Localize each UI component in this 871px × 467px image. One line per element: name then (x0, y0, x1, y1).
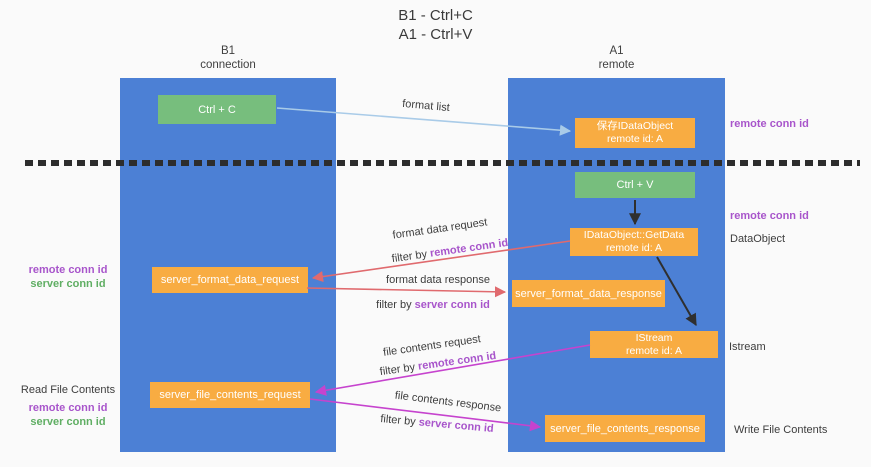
annotation-read-file-contents: Read File Contents (20, 384, 116, 396)
box-save-idataobject-line1: 保存IDataObject (596, 120, 674, 132)
filter-by-prefix: filter by (376, 299, 415, 311)
diagram-title-line2: A1 - Ctrl+V (398, 26, 473, 43)
diagram-title-line1: B1 - Ctrl+C (398, 7, 473, 24)
box-getdata-line1: IDataObject::GetData (583, 229, 685, 241)
box-server-file-contents-request-label: server_file_contents_request (159, 389, 301, 401)
filter-key-server-conn-id: server conn id (414, 299, 490, 311)
lane-b1-name: B1 (220, 45, 236, 57)
arrow-file-contents-request (314, 344, 591, 396)
box-server-file-contents-response: server_file_contents_response (545, 415, 705, 442)
label-filter-server-conn-id-format: filter by server conn id (376, 299, 490, 311)
annotation-left-remote-conn-id-mid: remote conn id (28, 264, 108, 276)
arrow-file-contents-response (309, 398, 542, 432)
lane-a1-name: A1 (609, 45, 624, 57)
box-idataobject-getdata: IDataObject::GetData remote id: A (570, 228, 698, 256)
box-server-format-data-request: server_format_data_request (152, 267, 308, 293)
box-ctrl-v: Ctrl + V (575, 172, 695, 198)
box-server-format-data-request-label: server_format_data_request (160, 274, 300, 286)
dashed-separator-line (25, 160, 860, 166)
annotation-left-server-conn-id-bottom: server conn id (30, 416, 106, 428)
annotation-remote-conn-id-top: remote conn id (730, 118, 809, 130)
box-getdata-line2: remote id: A (605, 242, 663, 254)
box-istream-line2: remote id: A (625, 344, 683, 357)
box-server-file-contents-request: server_file_contents_request (150, 382, 310, 408)
box-ctrl-c: Ctrl + C (158, 95, 276, 124)
arrow-getdata-to-istream (656, 256, 697, 327)
lane-header-a1: A1 remote (508, 44, 725, 72)
annotation-istream: Istream (729, 341, 766, 353)
box-istream: IStream remote id: A (590, 331, 718, 358)
annotation-left-server-conn-id-mid: server conn id (30, 278, 106, 290)
box-save-idataobject: 保存IDataObject remote id: A (575, 118, 695, 148)
arrow-format-data-response (306, 286, 507, 298)
label-format-data-response: format data response (386, 274, 490, 286)
box-ctrl-v-label: Ctrl + V (616, 179, 654, 191)
diagram-title: B1 - Ctrl+C A1 - Ctrl+V (0, 6, 871, 44)
box-server-format-data-response: server_format_data_response (512, 280, 665, 307)
box-server-file-contents-response-label: server_file_contents_response (550, 422, 700, 435)
box-server-format-data-response-label: server_format_data_response (515, 287, 662, 300)
arrow-format-list (276, 107, 572, 136)
box-ctrl-c-label: Ctrl + C (198, 103, 236, 116)
box-save-idataobject-line2: remote id: A (606, 133, 664, 145)
annotation-remote-conn-id-mid: remote conn id (730, 210, 809, 222)
lane-b1-role: connection (200, 59, 256, 71)
box-istream-line1: IStream (635, 331, 673, 344)
annotation-dataobject: DataObject (730, 233, 786, 245)
annotation-write-file-contents: Write File Contents (734, 424, 828, 436)
arrow-format-data-request (311, 240, 571, 283)
lane-a1-role: remote (598, 59, 635, 71)
annotation-left-remote-conn-id-bottom: remote conn id (28, 402, 108, 414)
lane-header-b1: B1 connection (120, 44, 336, 72)
